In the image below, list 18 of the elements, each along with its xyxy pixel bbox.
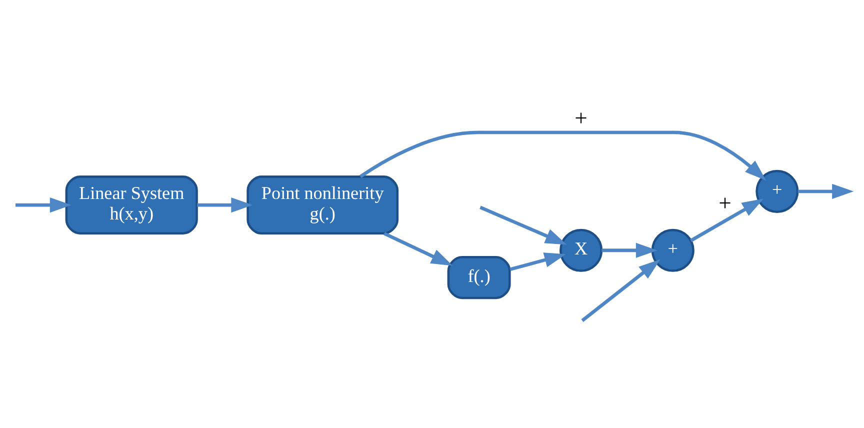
node-circle: + bbox=[756, 169, 799, 212]
node-circle: X bbox=[560, 228, 603, 272]
node-box: Linear System h(x,y) bbox=[65, 175, 198, 234]
arrow bbox=[480, 205, 567, 244]
node-box: f(.) bbox=[447, 256, 511, 299]
arrow bbox=[510, 252, 566, 271]
arrow bbox=[360, 130, 766, 180]
arrow bbox=[197, 196, 253, 212]
node-circle: + bbox=[651, 228, 694, 272]
node-box: Point nonlinerity g(.) bbox=[246, 175, 399, 234]
edge-label: + bbox=[574, 105, 588, 130]
arrow bbox=[15, 196, 72, 212]
arrow bbox=[798, 183, 854, 198]
arrow bbox=[384, 231, 453, 266]
edge-label: + bbox=[718, 190, 732, 216]
arrow bbox=[581, 258, 660, 322]
arrow bbox=[602, 242, 658, 258]
arrow bbox=[690, 198, 764, 242]
